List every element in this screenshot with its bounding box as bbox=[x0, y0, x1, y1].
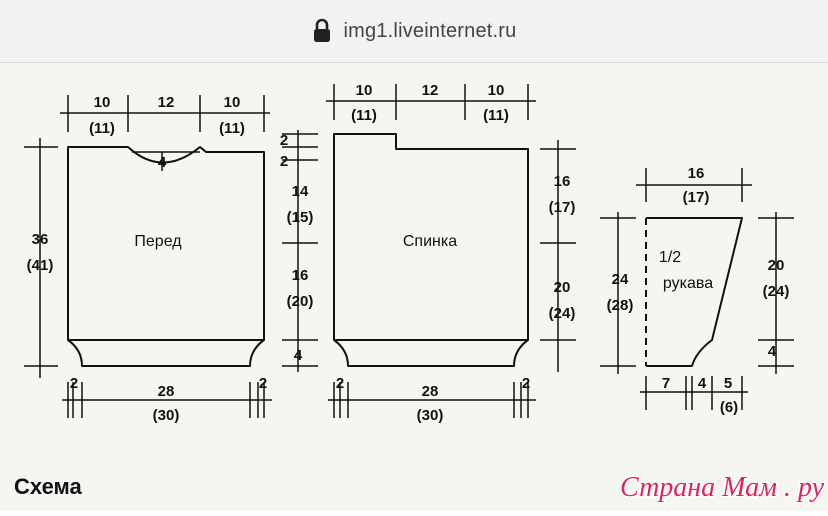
back-top-right-alt: (11) bbox=[483, 107, 509, 124]
pattern-image: 10 (11) 12 10 (11) 4 Перед 36 (41) 2 2 2… bbox=[0, 63, 828, 511]
front-rib-right: 2 bbox=[259, 375, 267, 392]
sleeve-label-bottom: рукава bbox=[663, 275, 713, 292]
knitting-schema: 10 (11) 12 10 (11) 4 Перед 36 (41) 2 2 2… bbox=[14, 82, 826, 505]
back-side-bottom: 20 bbox=[554, 279, 571, 296]
mid-seg-1: 2 bbox=[280, 132, 288, 149]
mid-seg-4-alt: (20) bbox=[287, 293, 314, 310]
sleeve-height: 24 bbox=[612, 271, 629, 288]
sleeve-top-alt: (17) bbox=[683, 189, 710, 206]
back-label: Спинка bbox=[403, 233, 457, 250]
front-label: Перед bbox=[134, 233, 182, 250]
sleeve-bottom-3-alt: (6) bbox=[720, 399, 738, 416]
lock-icon bbox=[312, 18, 332, 44]
front-bottom: 28 bbox=[158, 383, 175, 400]
mid-seg-5: 4 bbox=[294, 347, 303, 364]
sleeve-height-alt: (28) bbox=[607, 297, 634, 314]
sleeve-rib: 4 bbox=[768, 343, 777, 360]
back-side-top: 16 bbox=[554, 173, 571, 190]
front-top-mid: 12 bbox=[158, 94, 175, 111]
back-top-left-alt: (11) bbox=[351, 107, 377, 124]
schema-caption: Схема bbox=[14, 474, 83, 499]
sleeve-side-alt: (24) bbox=[763, 283, 790, 300]
back-rib-left: 2 bbox=[336, 375, 344, 392]
sleeve-top: 16 bbox=[688, 165, 705, 182]
front-top-right-alt: (11) bbox=[219, 120, 245, 137]
back-side-bottom-alt: (24) bbox=[549, 305, 576, 322]
browser-address-bar[interactable]: img1.liveinternet.ru bbox=[0, 0, 828, 63]
mid-seg-3: 14 bbox=[292, 183, 309, 200]
site-watermark: Страна Мам . ру bbox=[620, 472, 825, 503]
front-height-alt: (41) bbox=[27, 257, 54, 274]
back-top-left: 10 bbox=[356, 82, 373, 99]
mid-seg-2: 2 bbox=[280, 153, 288, 170]
sleeve-side: 20 bbox=[768, 257, 785, 274]
sleeve-bottom-2: 4 bbox=[698, 375, 707, 392]
front-rib-left: 2 bbox=[70, 375, 78, 392]
front-bottom-alt: (30) bbox=[153, 407, 180, 424]
front-top-left: 10 bbox=[94, 94, 111, 111]
back-rib-right: 2 bbox=[522, 375, 530, 392]
front-top-right: 10 bbox=[224, 94, 241, 111]
back-bottom-alt: (30) bbox=[417, 407, 444, 424]
sleeve-label-top: 1/2 bbox=[659, 249, 681, 266]
front-top-left-alt: (11) bbox=[89, 120, 115, 137]
front-height: 36 bbox=[32, 231, 49, 248]
back-top-mid: 12 bbox=[422, 82, 439, 99]
mid-seg-4: 16 bbox=[292, 267, 309, 284]
front-rib bbox=[67, 339, 265, 367]
front-neck-depth: 4 bbox=[158, 154, 167, 171]
url-text[interactable]: img1.liveinternet.ru bbox=[343, 19, 517, 42]
back-side-top-alt: (17) bbox=[549, 199, 576, 216]
mid-seg-3-alt: (15) bbox=[287, 209, 314, 226]
back-rib bbox=[333, 339, 529, 367]
sleeve-bottom-1: 7 bbox=[662, 375, 670, 392]
back-top-right: 10 bbox=[488, 82, 505, 99]
sleeve-outline bbox=[646, 217, 743, 367]
back-bottom: 28 bbox=[422, 383, 439, 400]
sleeve-bottom-3: 5 bbox=[724, 375, 732, 392]
